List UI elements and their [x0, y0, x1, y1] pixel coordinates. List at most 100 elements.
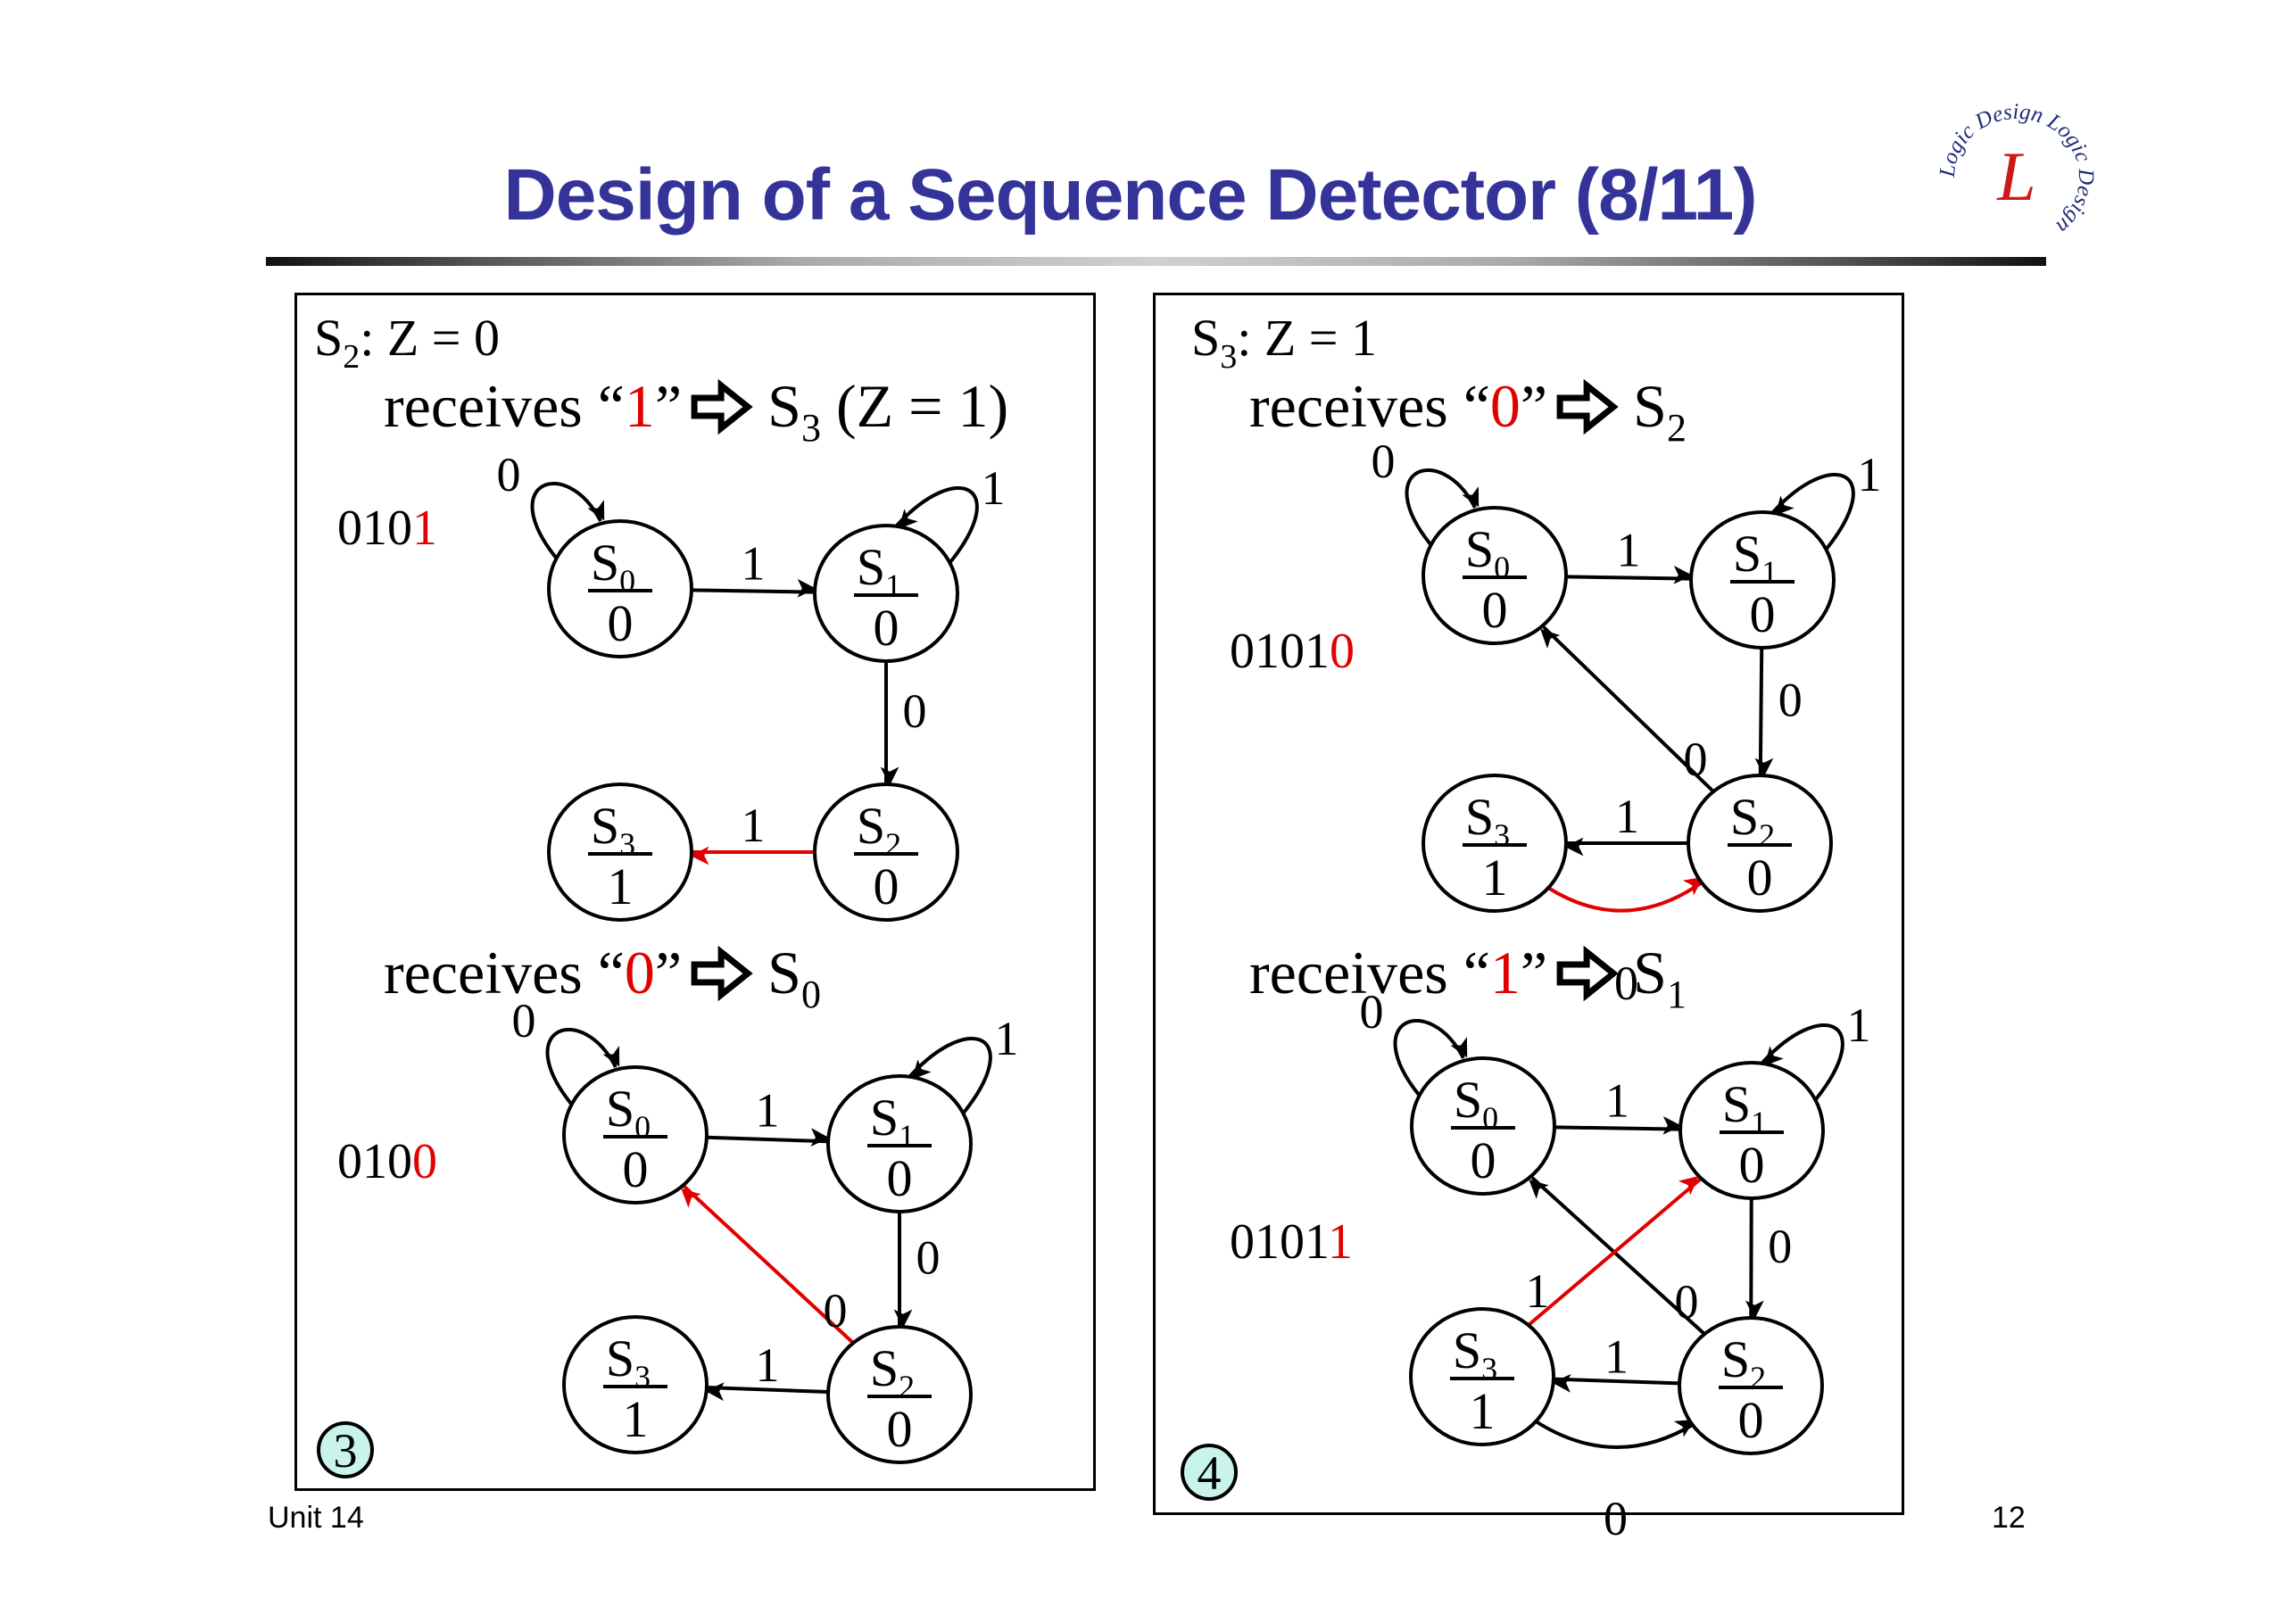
page-number: 12 [1992, 1501, 2026, 1535]
step-badge-number: 4 [1198, 1446, 1222, 1500]
state-node-s3: S31 [562, 1315, 709, 1454]
receives-statement: receives “0” [384, 939, 682, 1006]
transition-input-label: 0 [1360, 985, 1384, 1039]
footer-unit-label: Unit 14 [268, 1501, 364, 1535]
transition-s2-to-s3: 1 [1564, 790, 1688, 857]
step-badge-circle [317, 1421, 374, 1478]
state-node-s2: S20 [1678, 1316, 1824, 1455]
state-output: 0 [887, 1400, 913, 1458]
state-output: 0 [887, 1149, 913, 1207]
receives-target-state: S0 [767, 939, 821, 1016]
state-node-s0: S00 [562, 1065, 709, 1205]
state-output: 1 [623, 1390, 649, 1448]
state-output: 0 [1747, 849, 1773, 907]
transition-input-label: 1 [1615, 790, 1639, 843]
state-output: 0 [1738, 1391, 1764, 1449]
self-loop-arc [1405, 468, 1480, 546]
self-loop-arc [1771, 473, 1855, 551]
transition-input-label: 0 [824, 1284, 848, 1337]
state-node-s1: S10 [813, 524, 959, 663]
state-output: 0 [1471, 1131, 1496, 1189]
step-badge-circle [1181, 1444, 1238, 1501]
transition-s3-to-s1: 1 [1526, 1176, 1702, 1327]
transition-input-label: 0 [903, 684, 927, 738]
receives-target-state: S2 [1633, 372, 1687, 450]
transition-line [705, 1382, 829, 1402]
receives-target-state: S3 (Z = 1) [767, 372, 1008, 450]
state-node-s3: S31 [1422, 774, 1568, 913]
logo-letter: L [1996, 137, 2035, 215]
transition-s1-to-s2: 0 [1745, 1197, 1792, 1320]
transition-line [1527, 1176, 1702, 1327]
self-loop-arc [1393, 1019, 1468, 1097]
input-sequence: 0100 [337, 1134, 437, 1189]
state-node-s1: S10 [826, 1074, 973, 1213]
self-loop-arc [895, 486, 979, 564]
input-sequence: 01010 [1230, 624, 1355, 679]
logic-design-logo-icon: Logic Design Logic Design L [1935, 100, 2098, 238]
transition-input-label: 1 [995, 1012, 1019, 1065]
transition-input-label: 0 [512, 994, 536, 1047]
transition-input-label: 0 [1604, 1492, 1628, 1545]
state-output: 1 [1470, 1382, 1496, 1440]
transition-line [1529, 1176, 1706, 1336]
state-node-s0: S00 [1410, 1056, 1556, 1196]
transition-input-label: 0 [497, 448, 521, 501]
step-badge-number: 3 [334, 1424, 358, 1478]
receives-statement: receives “1” [384, 372, 682, 440]
state-name: S2 [870, 1339, 915, 1404]
transition-s3-to-s2: 0 [1534, 1419, 1697, 1545]
state-node-s2: S20 [1687, 774, 1833, 913]
slide-title: Design of a Sequence Detector (8/11) [503, 154, 1757, 236]
transition-s2-to-s0: 0 [1529, 1176, 1706, 1336]
transition-input-label: 0 [1675, 1275, 1699, 1329]
transition-line [691, 578, 816, 598]
transition-s1-to-s2: 0 [893, 1212, 941, 1329]
state-node-s1: S10 [1678, 1061, 1825, 1200]
input-sequence: 01011 [1230, 1214, 1353, 1270]
self-loop-arc [530, 482, 605, 559]
transition-input-label: 0 [1684, 733, 1708, 786]
outline-right-arrow-icon [1556, 378, 1619, 435]
transition-line [681, 1185, 855, 1345]
transition-s1-to-s1: 1 [908, 1012, 1019, 1114]
state-node-s0: S00 [547, 519, 693, 658]
transition-line [1540, 625, 1715, 793]
transition-line [706, 1128, 830, 1147]
transition-input-label: 1 [1858, 448, 1882, 501]
transition-s1-to-s1: 1 [1771, 448, 1882, 551]
transition-s0-to-s1: 1 [1554, 1073, 1682, 1135]
state-output-header: S2: Z = 0 [314, 309, 500, 376]
transition-s2-to-s3: 1 [1552, 1329, 1680, 1393]
transition-s2-to-s3: 1 [705, 1338, 829, 1402]
state-output: 0 [874, 857, 899, 915]
transition-s3-to-s2: 0 [1546, 876, 1706, 1010]
state-output: 0 [874, 599, 899, 657]
transition-s2-to-s3: 1 [690, 799, 815, 865]
transition-input-label: 1 [742, 799, 766, 852]
state-node-s3: S31 [547, 783, 693, 922]
transition-input-label: 1 [1526, 1264, 1550, 1318]
transition-s0-to-s1: 1 [691, 536, 816, 598]
receives-target-state: S1 [1633, 939, 1687, 1016]
title-divider [266, 257, 2046, 266]
transition-s1-to-s2: 0 [1754, 647, 1803, 777]
transition-line [1565, 565, 1693, 584]
transition-case-0: receives “1”S3 (Z = 1)010101101S00S10S20… [337, 372, 1008, 922]
state-output: 0 [1482, 581, 1508, 639]
state-output: 0 [1750, 585, 1776, 643]
transition-s0-to-s1: 1 [1565, 523, 1693, 584]
state-output: 1 [608, 857, 634, 915]
curved-arc [1546, 876, 1706, 913]
transition-input-label: 0 [1768, 1220, 1792, 1273]
transition-input-label: 1 [1617, 523, 1641, 576]
transition-input-label: 0 [1614, 956, 1638, 1010]
transition-line [1554, 1115, 1682, 1135]
transition-input-label: 0 [1372, 435, 1396, 488]
state-node-s3: S31 [1409, 1307, 1555, 1446]
state-node-s2: S20 [826, 1325, 973, 1464]
transition-input-label: 1 [756, 1338, 780, 1392]
